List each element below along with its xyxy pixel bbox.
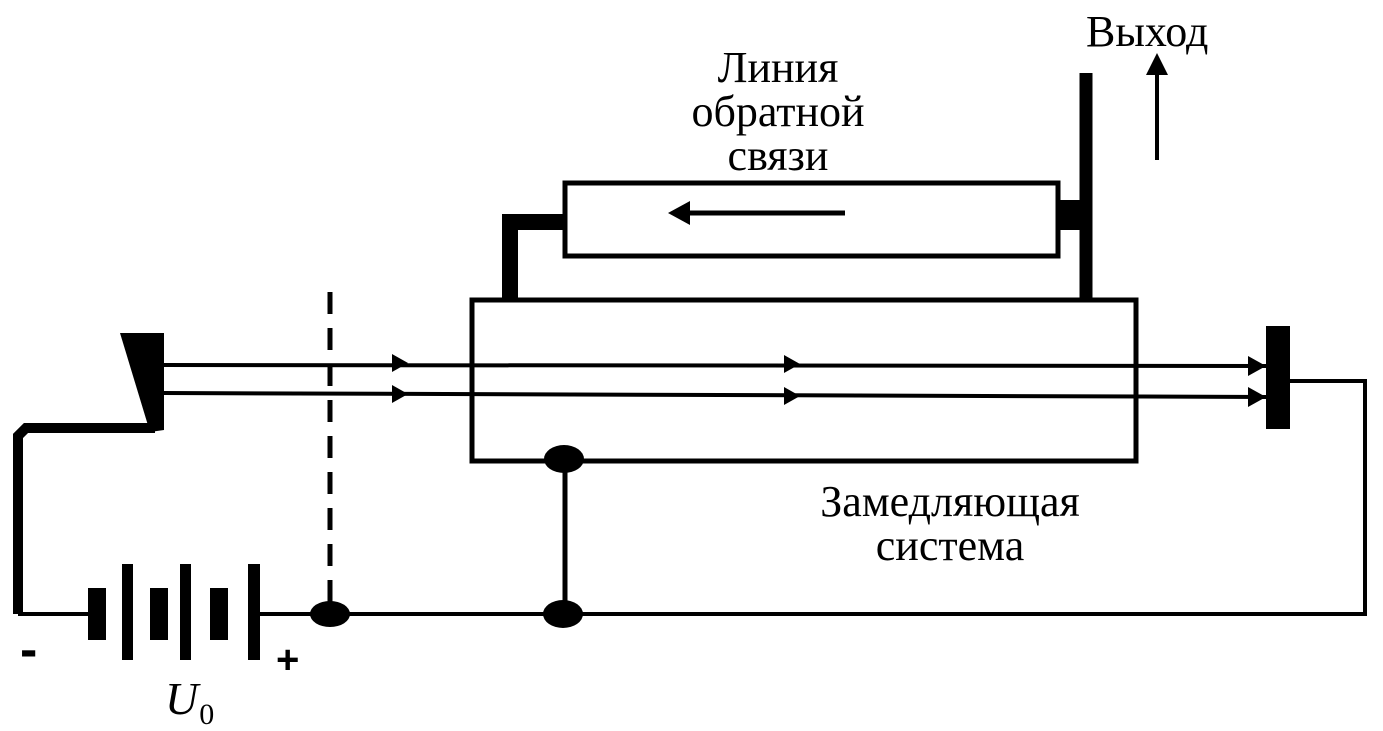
structure-junction-top	[544, 445, 584, 473]
voltage-symbol: U	[165, 673, 199, 724]
feedback-line-label-3: связи	[727, 131, 829, 180]
cathode-lead	[13, 423, 155, 614]
electron-beam-lower	[163, 385, 1267, 407]
cathode	[120, 333, 164, 432]
slow-wave-label-2: система	[875, 521, 1025, 570]
battery	[88, 564, 260, 660]
feedback-left-coupler	[502, 214, 566, 300]
slow-wave-structure-box	[469, 297, 1139, 464]
feedback-arrowhead	[668, 201, 690, 225]
feedback-line-label: Линия обратной связи	[648, 46, 908, 178]
slow-wave-label-1: Замедляющая	[820, 477, 1080, 526]
output-label: Выход	[1086, 7, 1209, 56]
feedback-line-label-2: обратной	[691, 87, 865, 136]
slow-wave-label: Замедляющая система	[790, 480, 1110, 568]
plus-sign: +	[276, 638, 300, 682]
voltage-label: U0	[165, 673, 215, 731]
collector-lead	[573, 379, 1367, 616]
minus-sign: -	[20, 621, 38, 679]
collector	[1266, 326, 1290, 429]
grid-junction	[310, 601, 350, 627]
feedback-line-box	[562, 180, 1061, 259]
electron-beam-upper	[163, 354, 1267, 376]
structure-junction-bottom	[543, 600, 583, 628]
output-arrowhead	[1146, 53, 1168, 75]
voltage-subscript: 0	[199, 698, 215, 731]
feedback-line-label-1: Линия	[717, 43, 839, 92]
